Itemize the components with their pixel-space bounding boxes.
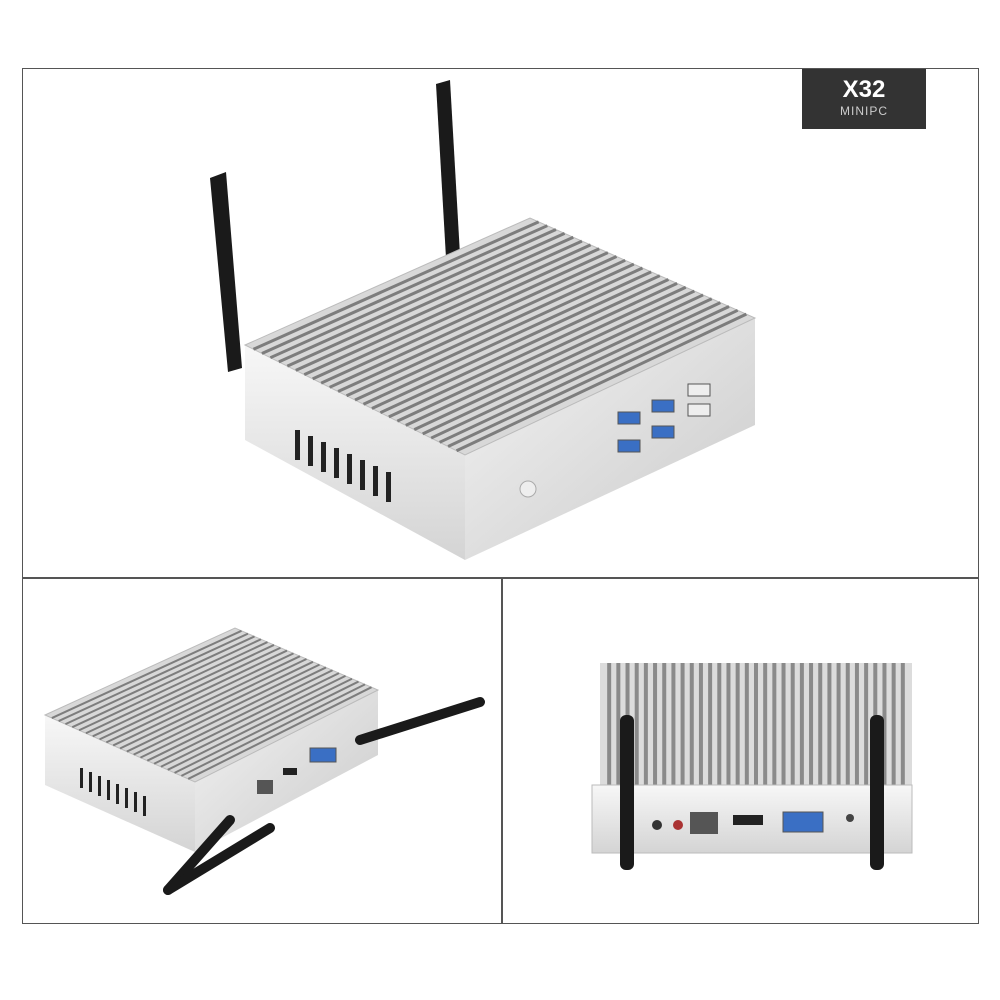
heatsink-fin	[153, 672, 340, 765]
heatsink-fin	[430, 301, 722, 440]
heatsink-fin	[92, 646, 281, 738]
heatsink-fin	[58, 632, 249, 722]
heatsink-fin	[133, 663, 320, 756]
heatsink-fin	[422, 297, 713, 436]
mini-pc-rear-angle-view	[43, 627, 485, 895]
heatsink-fin	[345, 262, 635, 398]
heatsink-fin	[119, 658, 307, 750]
power-button	[519, 480, 537, 498]
mini-pc-rear-view	[591, 663, 913, 870]
chassis-left-face	[45, 715, 195, 852]
horizontal-divider	[22, 577, 979, 579]
heatsink-fin	[99, 649, 288, 741]
heatsink-fin	[180, 683, 366, 777]
heatsink-fin	[85, 644, 275, 735]
heatsink-fin	[105, 652, 294, 744]
heatsink-fin	[286, 235, 574, 368]
antenna-right	[870, 715, 884, 870]
heatsink-fin	[160, 675, 346, 768]
heatsink-fin	[362, 270, 652, 406]
side-vents	[295, 430, 391, 502]
heatsink-fin	[320, 251, 609, 385]
model-badge: X32 MINIPC	[802, 69, 926, 129]
heatsink-fin	[112, 655, 301, 747]
heatsink-fin	[140, 666, 327, 759]
chassis-top	[243, 217, 757, 456]
antenna-left	[620, 715, 634, 870]
image-frame	[22, 68, 979, 924]
heatsink-fin	[438, 305, 730, 444]
heatsink-fin	[126, 660, 314, 753]
heatsink-fin	[388, 282, 678, 419]
heatsink-fin	[174, 680, 359, 774]
heatsink-fin	[146, 669, 333, 762]
heatsink-fin	[78, 641, 268, 732]
model-subtitle: MINIPC	[840, 104, 888, 118]
heatsink-fin	[278, 232, 566, 364]
heatsink-fin	[51, 629, 242, 719]
heatsink-fin	[65, 635, 255, 726]
heatsink-fin	[71, 638, 262, 729]
heatsink-fin	[379, 278, 670, 415]
heatsink-fin	[354, 266, 644, 402]
heatsink-fin	[252, 220, 540, 351]
heatsink-fin	[405, 289, 696, 427]
mini-pc-front-view	[210, 80, 757, 560]
antenna	[355, 697, 485, 745]
chassis-left-face	[245, 345, 465, 560]
vertical-divider	[501, 577, 503, 924]
antenna-left	[210, 172, 242, 372]
model-name: X32	[842, 76, 886, 103]
heatsink-fin	[167, 677, 353, 771]
heatsink-fin	[328, 255, 618, 389]
heatsink-fin	[303, 243, 592, 376]
heatsink-fin	[413, 293, 704, 431]
heatsink-fin	[371, 274, 661, 410]
heatsink-fin	[261, 224, 548, 355]
antenna-rear	[436, 80, 460, 258]
usb-ports	[617, 383, 711, 453]
heatsink-fin	[455, 312, 747, 453]
heatsink-fin	[337, 258, 626, 393]
chassis-right-face	[465, 318, 755, 560]
heatsink-fin	[447, 308, 739, 448]
heatsink-fin	[269, 228, 557, 360]
heatsink-fin	[396, 285, 687, 423]
heatsink-fin	[295, 239, 583, 372]
heatsink-fin	[187, 686, 372, 780]
heatsink-fin	[312, 247, 600, 381]
